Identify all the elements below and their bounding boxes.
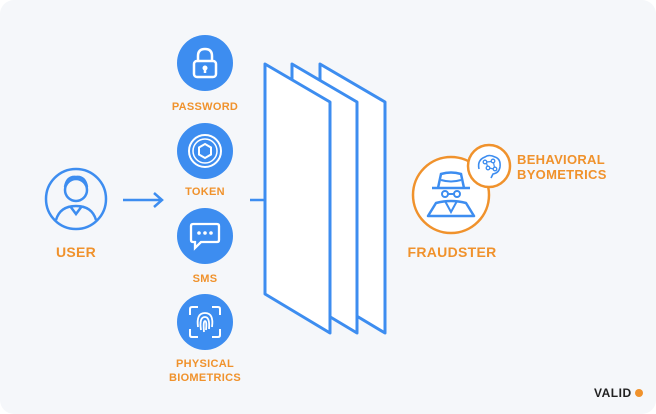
fingerprint-icon: [177, 294, 233, 350]
security-layers: [258, 58, 393, 338]
behavioral-biometrics-label-line2: BYOMETRICS: [517, 167, 607, 182]
brand-logo-dot: [634, 389, 643, 397]
brain-network-icon: [466, 143, 512, 189]
brand-logo: VALID: [594, 385, 643, 401]
password-label: PASSWORD: [171, 101, 239, 113]
physical-biometrics-label: PHYSICAL BIOMETRICS: [150, 357, 260, 385]
padlock-icon: [177, 35, 233, 91]
token-icon: [177, 123, 233, 179]
physical-biometrics-label-line2: BIOMETRICS: [168, 372, 242, 384]
sms-label: SMS: [192, 273, 218, 285]
chat-bubble-icon: [177, 208, 233, 264]
behavioral-biometrics-label-line1: BEHAVIORAL: [517, 152, 605, 167]
brand-logo-text: VALID: [594, 386, 632, 400]
token-label: TOKEN: [185, 186, 225, 198]
fraudster-label: FRAUDSTER: [407, 244, 497, 260]
arrow-right-icon: [123, 192, 165, 208]
physical-biometrics-label-line1: PHYSICAL: [175, 358, 235, 370]
user-label: USER: [55, 244, 97, 260]
behavioral-biometrics-label: BEHAVIORAL BYOMETRICS: [517, 152, 607, 182]
user-icon: [44, 162, 108, 236]
security-layer-front: [263, 62, 332, 335]
